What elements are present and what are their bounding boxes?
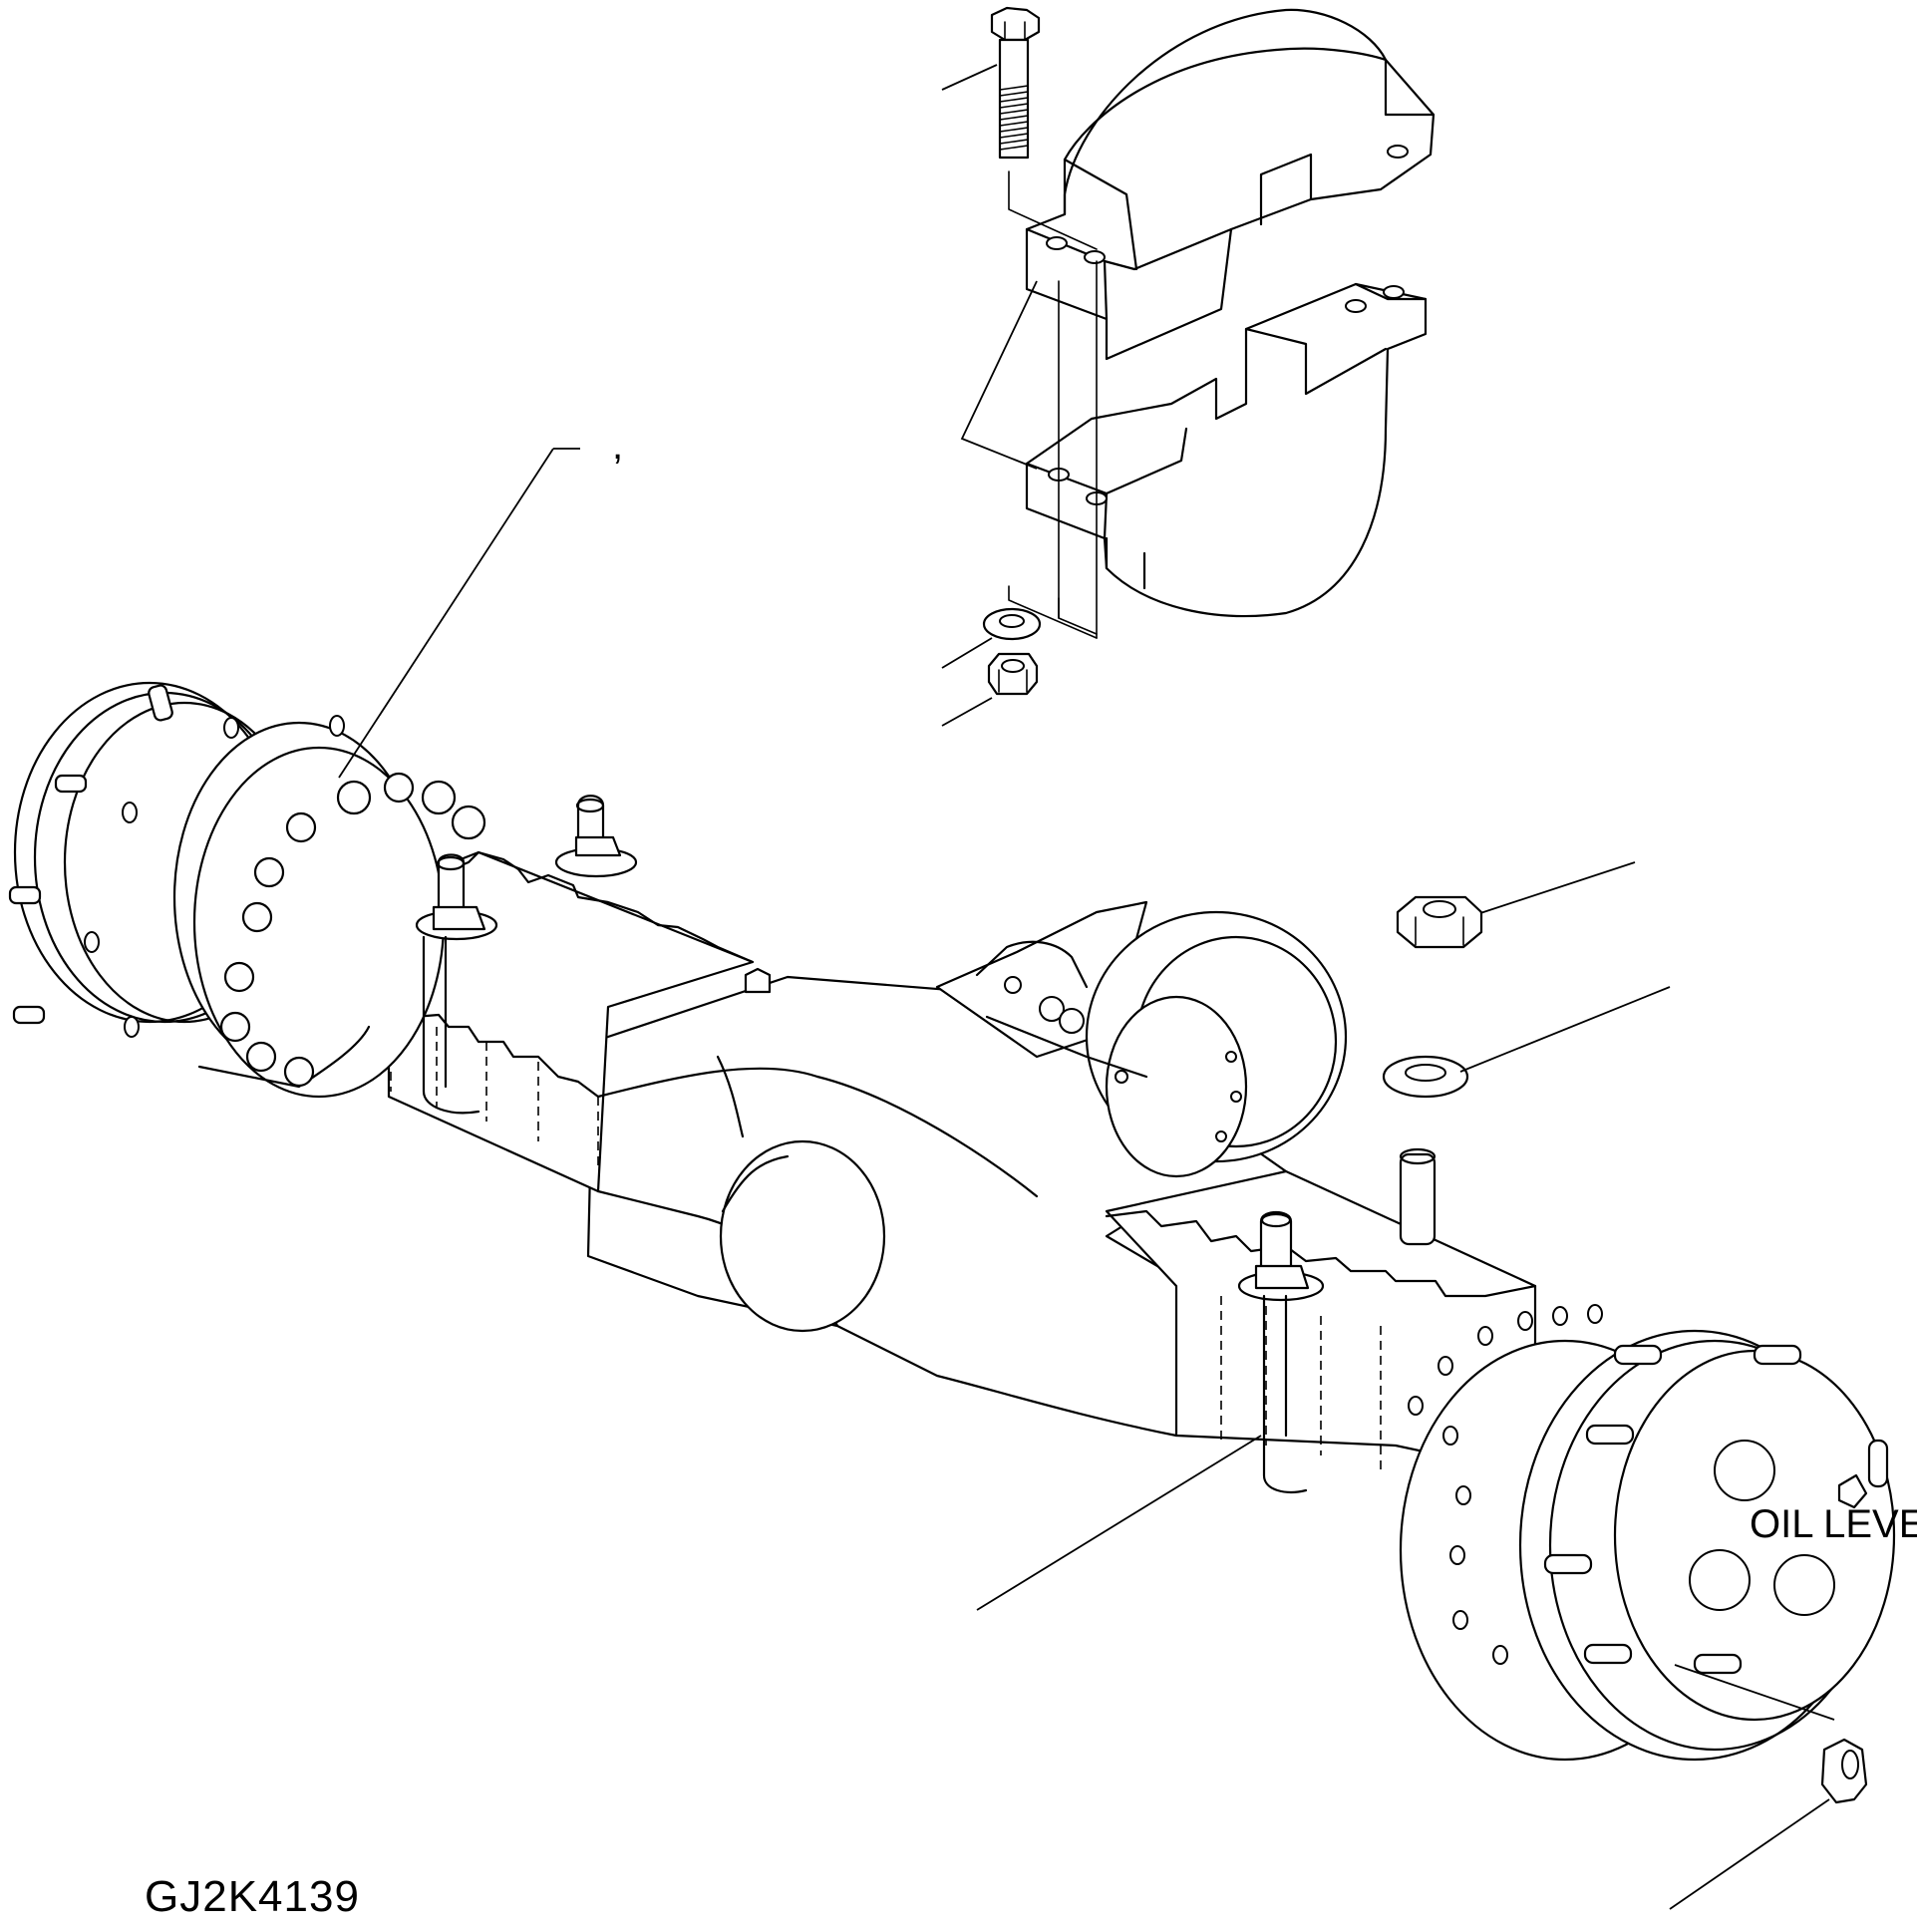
differential-cover (719, 1139, 886, 1333)
right-flange-holes (1408, 1304, 1603, 1665)
loose-washer (1382, 1055, 1469, 1099)
clamp-nut (987, 652, 1039, 696)
clamp-washer (982, 607, 1042, 641)
annotation-mark: , (612, 424, 623, 468)
u-bolt-right-front (1399, 1147, 1437, 1246)
clamp-assembly (982, 6, 1436, 696)
left-flange-bolts (219, 772, 486, 1088)
drawing-code: GJ2K4139 (145, 1872, 360, 1921)
right-wheel-hub: OIL LEVEL (1399, 1304, 1917, 1762)
input-flange (935, 900, 1348, 1178)
lower-clamp-half (1025, 282, 1428, 618)
u-bolt-right-rear (1237, 1210, 1325, 1493)
left-wheel-hub (8, 681, 486, 1099)
right-hub-studs (1543, 1344, 1889, 1675)
svg-text:OIL LEVEL: OIL LEVEL (1750, 1502, 1917, 1546)
leader-lines (338, 64, 1835, 1910)
u-bolt-left-front (554, 795, 638, 878)
axle-housing (362, 850, 1537, 1477)
loose-nut (1396, 895, 1483, 949)
hex-bolt (990, 6, 1041, 160)
wheel-nut (1820, 1738, 1868, 1804)
upper-clamp-half (1025, 8, 1436, 361)
u-bolt-left-rear (415, 853, 498, 1115)
left-hub-studs (8, 684, 173, 1025)
